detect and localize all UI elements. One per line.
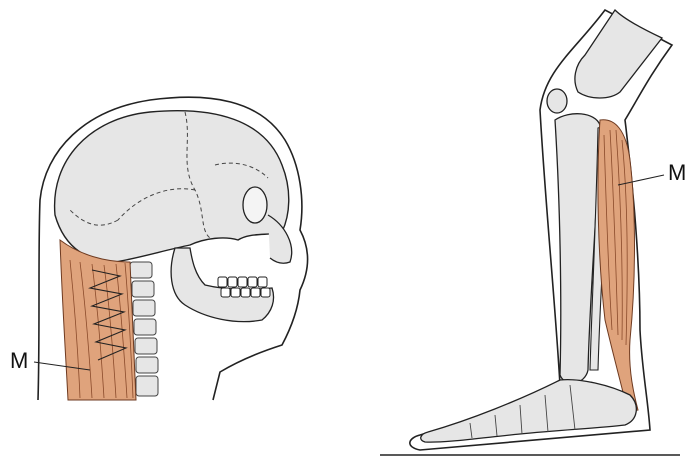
skull-teeth [218,277,270,297]
leg-foot-bones [421,380,637,442]
skull-cranium [55,111,289,262]
leg-illustration: M [380,10,686,455]
head-neck-illustration: M [10,97,308,400]
head-muscle-label: M [10,348,28,373]
leg-patella [547,89,567,113]
leg-muscle-label: M [668,160,686,185]
leg-femur [575,10,662,98]
skull-orbit [243,187,267,223]
